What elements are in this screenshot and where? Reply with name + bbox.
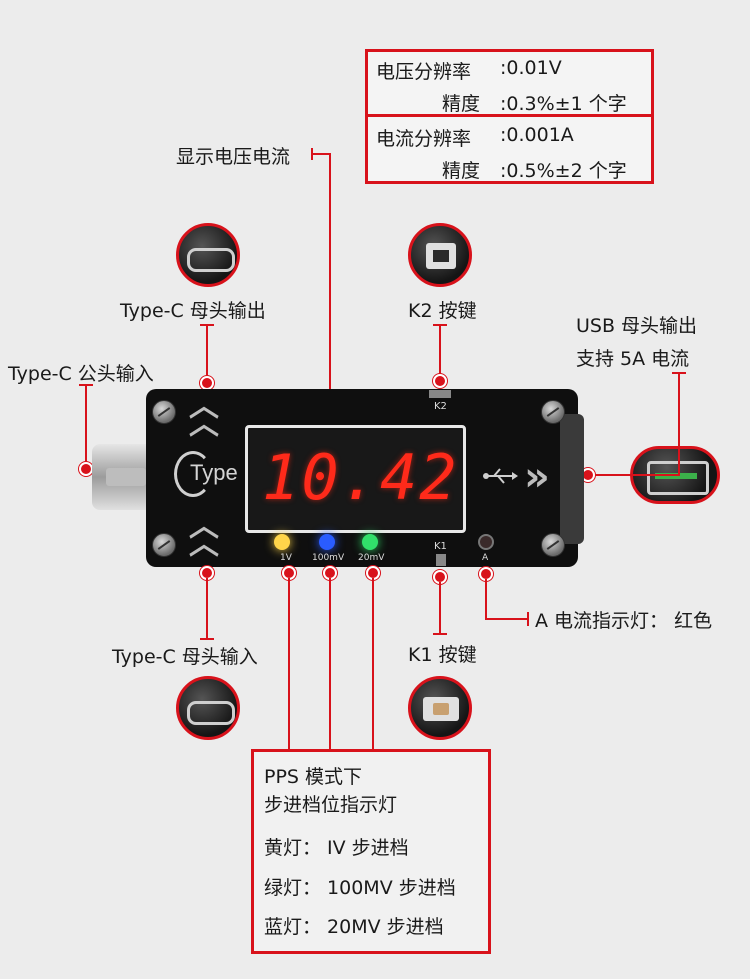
current-resolution-value: :0.001A bbox=[500, 124, 574, 146]
typec-male-leader-dot bbox=[79, 462, 93, 476]
led1-leader-v bbox=[288, 578, 290, 750]
current-resolution-label: 电流分辨率 bbox=[376, 128, 472, 150]
current-accuracy-label: 精度 bbox=[442, 160, 481, 182]
typec-out-leader-dot bbox=[200, 376, 214, 390]
k2-switch[interactable] bbox=[429, 390, 451, 398]
type-c-logo-ring bbox=[174, 451, 212, 497]
chevron-right-icon: » bbox=[524, 454, 550, 500]
led2-leader-v bbox=[329, 578, 331, 750]
led-yellow-1v bbox=[274, 534, 290, 550]
k1-switch-zoom bbox=[408, 676, 472, 740]
k2-key-label: K2 按键 bbox=[408, 300, 477, 322]
typec-out-leader-v bbox=[206, 324, 208, 376]
led-1v-label: 1V bbox=[280, 553, 292, 563]
voltage-resolution-label: 电压分辨率 bbox=[376, 61, 472, 83]
pps-green-line: 绿灯： 100MV 步进档 bbox=[264, 877, 456, 899]
voltage-accuracy-label: 精度 bbox=[442, 93, 481, 115]
k1-leader-cap bbox=[433, 633, 447, 635]
k2-mark: K2 bbox=[434, 401, 447, 412]
a-leader-cap bbox=[527, 612, 529, 626]
spec-divider bbox=[368, 114, 651, 117]
display-leader-h bbox=[311, 153, 331, 155]
usb-out-label-1: USB 母头输出 bbox=[576, 315, 698, 337]
display-leader-v bbox=[329, 153, 331, 425]
typec-male-plug bbox=[92, 444, 152, 510]
current-indicator-label: A 电流指示灯： 红色 bbox=[535, 610, 713, 632]
voltage-resolution-value: :0.01V bbox=[500, 57, 562, 79]
usb-symbol-icon bbox=[482, 466, 518, 486]
led-20mv-label: 20mV bbox=[358, 553, 385, 563]
led-100mv-label: 100mV bbox=[312, 553, 345, 563]
current-indicator-led bbox=[478, 534, 494, 550]
pps-yellow-line: 黄灯： IV 步进档 bbox=[264, 837, 409, 859]
led3-leader-v bbox=[372, 578, 374, 750]
voltage-accuracy-value: :0.3%±1 个字 bbox=[500, 93, 627, 115]
k2-switch-zoom bbox=[408, 223, 472, 287]
type-c-logo-text: Type bbox=[190, 460, 238, 485]
pps-line-1: PPS 模式下 bbox=[264, 766, 363, 788]
screw-top-right bbox=[541, 400, 565, 424]
a-mark: A bbox=[482, 553, 489, 563]
chevron-up-icon: ︿ bbox=[189, 389, 219, 424]
current-accuracy-value: :0.5%±2 个字 bbox=[500, 160, 627, 182]
k1-key-label: K1 按键 bbox=[408, 644, 477, 666]
led-blue-100mv bbox=[319, 534, 335, 550]
resolution-spec-box: 电压分辨率 :0.01V 精度 :0.3%±1 个字 电流分辨率 :0.001A… bbox=[365, 49, 654, 184]
typec-female-in-label: Type-C 母头输入 bbox=[112, 646, 258, 668]
display-leader-cap bbox=[311, 148, 313, 160]
a-leader-h bbox=[485, 618, 529, 620]
typec-female-out-label: Type-C 母头输出 bbox=[120, 300, 266, 322]
typec-in-leader-v bbox=[206, 578, 208, 640]
screw-bottom-right bbox=[541, 533, 565, 557]
seven-segment-display: 10.42 bbox=[245, 425, 466, 533]
pps-step-indicator-box: PPS 模式下 步进档位指示灯 黄灯： IV 步进档 绿灯： 100MV 步进档… bbox=[251, 749, 491, 954]
k1-switch[interactable] bbox=[436, 554, 446, 566]
led-green-20mv bbox=[362, 534, 378, 550]
pps-line-2: 步进档位指示灯 bbox=[264, 794, 398, 816]
usb-port-edge bbox=[560, 414, 584, 544]
typec-female-in-zoom bbox=[176, 676, 240, 740]
usb-leader-h bbox=[594, 474, 680, 476]
a-leader-v bbox=[485, 579, 487, 619]
typec-male-leader-v bbox=[85, 384, 87, 464]
chevron-up-icon-2: ︿ bbox=[189, 407, 219, 442]
typec-male-in-label: Type-C 公头输入 bbox=[8, 363, 154, 385]
display-voltage-current-label: 显示电压电流 bbox=[176, 146, 291, 168]
k1-leader-v bbox=[439, 582, 441, 634]
pps-blue-line: 蓝灯： 20MV 步进档 bbox=[264, 916, 444, 938]
k1-mark: K1 bbox=[434, 541, 447, 552]
k2-leader-dot bbox=[433, 374, 447, 388]
usb-leader-v bbox=[678, 372, 680, 475]
display-reading: 10.42 bbox=[262, 441, 459, 514]
k2-leader-v bbox=[439, 324, 441, 376]
typec-female-out-zoom bbox=[176, 223, 240, 287]
screw-top-left bbox=[152, 400, 176, 424]
usb-out-label-2: 支持 5A 电流 bbox=[576, 348, 690, 370]
typec-in-leader-cap bbox=[200, 638, 214, 640]
screw-bottom-left bbox=[152, 533, 176, 557]
chevron-up-icon-4: ︿ bbox=[189, 527, 219, 562]
chevron-up-icon-3: ︿ bbox=[189, 509, 219, 544]
